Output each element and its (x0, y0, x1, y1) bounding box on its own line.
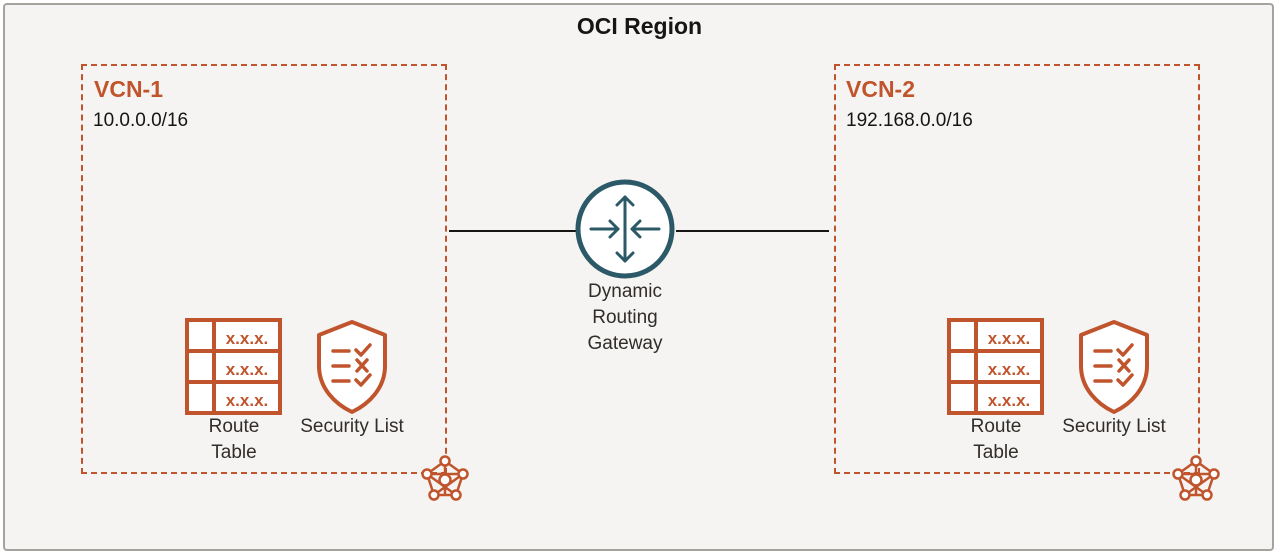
route-table-row: x.x.x. (226, 360, 269, 379)
vcn-1-boundary (81, 64, 447, 474)
route-table-label: Route Table (184, 414, 284, 466)
route-table-row: x.x.x. (226, 391, 269, 410)
vcn-network-icon (1172, 455, 1220, 501)
oci-region-container (3, 3, 1274, 551)
drg-label-line: Routing (592, 307, 658, 328)
security-list-label: Security List (300, 416, 404, 437)
route-table-icon: x.x.x. x.x.x. x.x.x. (947, 318, 1044, 415)
vcn-2-name: VCN-2 (846, 76, 916, 102)
route-table-row: x.x.x. (226, 329, 269, 348)
route-table-label-line: Route (970, 416, 1022, 437)
route-table-row: x.x.x. (988, 360, 1031, 379)
route-table-label: Route Table (946, 414, 1046, 466)
security-list-shield-icon (1079, 320, 1149, 414)
route-table-label-line: Table (211, 442, 257, 463)
security-list-shield-icon (317, 320, 387, 414)
route-table-icon: x.x.x. x.x.x. x.x.x. (185, 318, 282, 415)
route-table-label-line: Table (973, 442, 1019, 463)
route-table-row: x.x.x. (988, 329, 1031, 348)
drg-label: Dynamic Routing Gateway (560, 279, 690, 357)
security-list-label: Security List (1062, 416, 1166, 437)
vcn-1-cidr: 10.0.0.0/16 (93, 110, 189, 131)
vcn-network-icon (421, 455, 469, 501)
route-table-label-line: Route (208, 416, 260, 437)
drg-label-line: Dynamic (588, 281, 662, 302)
dynamic-routing-gateway-icon (575, 179, 675, 279)
drg-label-line: Gateway (587, 333, 663, 354)
vcn-2-boundary (834, 64, 1200, 474)
route-table-row: x.x.x. (988, 391, 1031, 410)
vcn-2-cidr: 192.168.0.0/16 (846, 110, 973, 131)
region-title: OCI Region (576, 13, 703, 39)
vcn-1-name: VCN-1 (94, 76, 164, 102)
